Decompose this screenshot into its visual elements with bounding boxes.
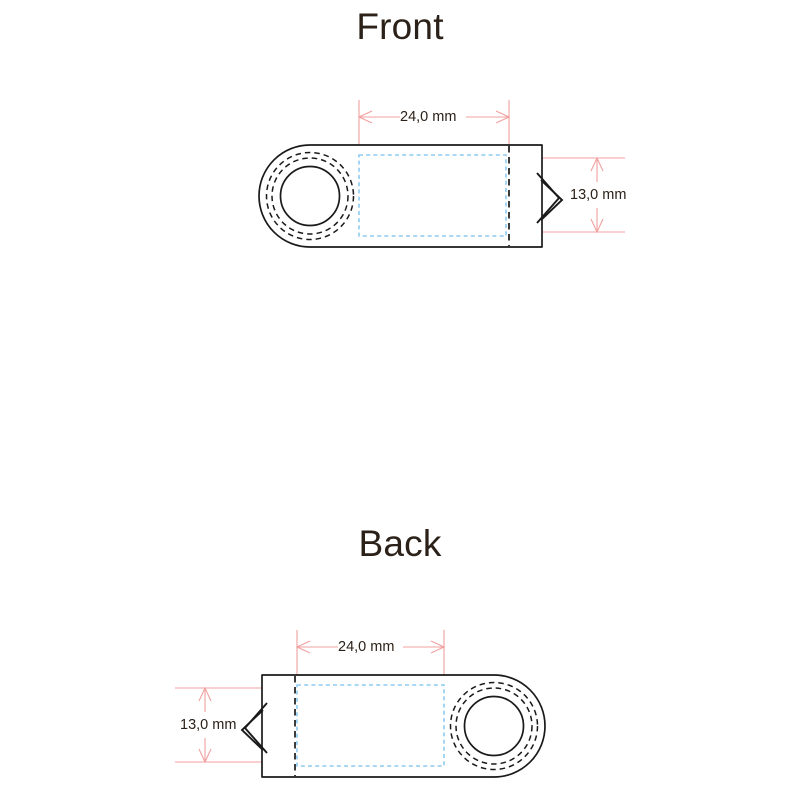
front-chevron-mark (536, 172, 564, 224)
front-width-dimension (357, 100, 511, 148)
back-ring-hole (463, 695, 525, 757)
front-view-title: Front (356, 6, 444, 47)
back-width-dimension (295, 630, 446, 678)
back-view-title: Back (358, 523, 442, 564)
back-width-arrow-left (295, 640, 311, 654)
front-ring-hole (279, 165, 341, 227)
back-ring-dashed-inner (455, 687, 533, 765)
front-ring-dashed-inner (271, 157, 349, 235)
back-width-arrow-right (430, 640, 446, 654)
back-width-dimension-label: 24,0 mm (338, 639, 395, 655)
front-height-dimension-label: 13,0 mm (570, 187, 627, 203)
back-print-area (296, 684, 445, 767)
front-width-dimension-label: 24,0 mm (400, 109, 457, 125)
back-ring-dashed-outer (449, 681, 539, 771)
front-body-outline (258, 144, 543, 248)
front-print-area (358, 154, 507, 237)
front-width-arrow-left (357, 110, 373, 124)
front-height-arrow-bottom (590, 218, 604, 234)
front-width-arrow-right (495, 110, 511, 124)
front-ring-dashed-outer (265, 151, 355, 241)
back-body-outline (261, 674, 546, 778)
back-chevron-mark (240, 702, 268, 754)
front-height-arrow-top (590, 156, 604, 172)
back-height-dimension-label: 13,0 mm (180, 717, 237, 733)
back-height-arrow-top (198, 686, 212, 702)
back-height-arrow-bottom (198, 748, 212, 764)
